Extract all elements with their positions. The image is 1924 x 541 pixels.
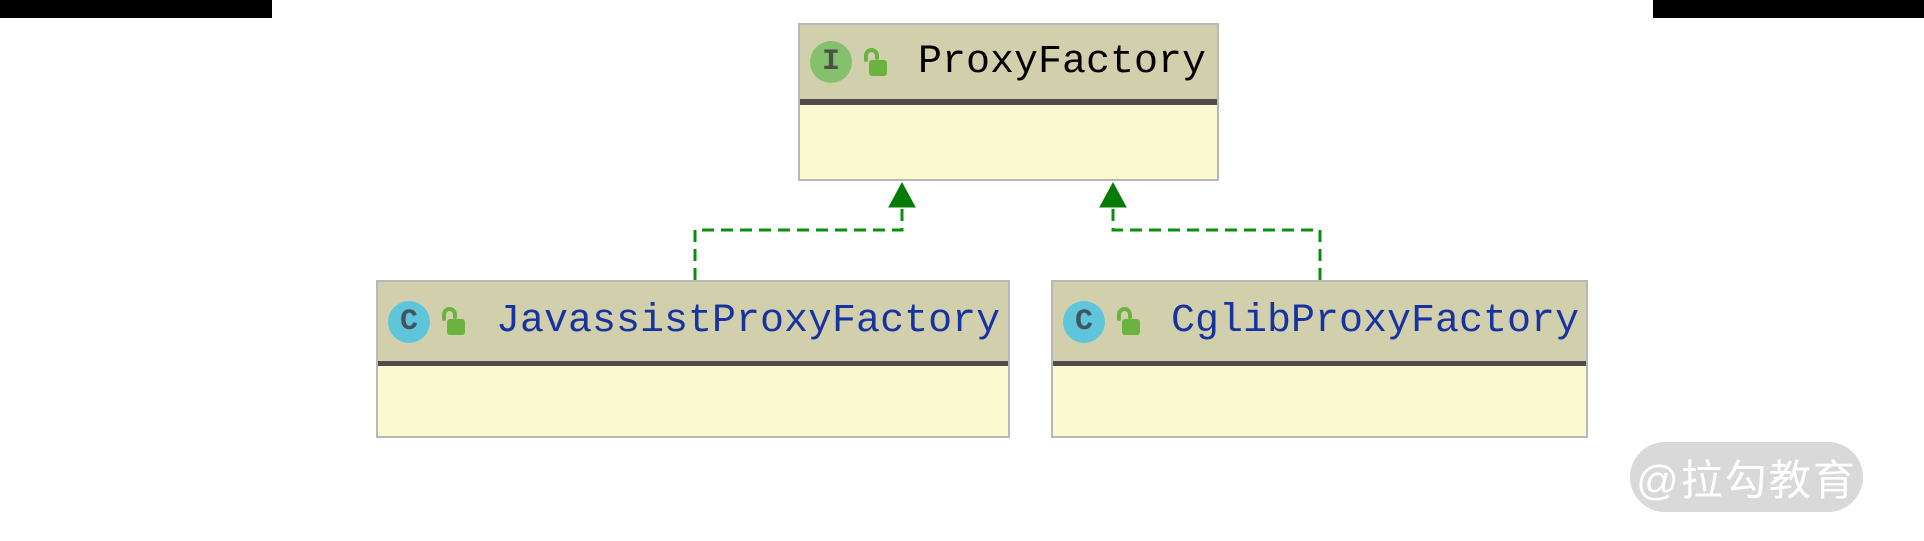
uml-node-cglibproxyfactory[interactable]: C CglibProxyFactory [1051,280,1588,438]
class-name-label: JavassistProxyFactory [496,299,1001,344]
implements-arrowhead-icon [888,181,916,208]
node-header: I ProxyFactory [800,25,1217,99]
open-lock-icon [1114,306,1141,337]
node-header: C JavassistProxyFactory [378,282,1008,361]
node-members-compartment [1053,366,1586,436]
header-separator [1053,361,1586,366]
header-separator [800,99,1217,105]
open-lock-icon [439,306,466,337]
class-badge-icon: C [1063,300,1105,343]
uml-node-proxyfactory[interactable]: I ProxyFactory [798,23,1219,181]
node-members-compartment [378,366,1008,436]
class-name-label: CglibProxyFactory [1171,299,1580,344]
implements-edge-javassist[interactable] [693,181,916,280]
interface-name-label: ProxyFactory [918,39,1207,85]
node-members-compartment [800,105,1217,179]
top-left-black-bar [0,0,272,18]
node-header: C CglibProxyFactory [1053,282,1586,361]
implements-arrowhead-icon [1099,181,1127,208]
interface-badge-icon: I [810,41,852,83]
uml-node-javassistproxyfactory[interactable]: C JavassistProxyFactory [376,280,1010,438]
open-lock-icon [861,47,888,78]
implements-edge-cglib[interactable] [1099,181,1322,280]
header-separator [378,361,1008,366]
top-right-black-bar [1653,0,1924,18]
watermark-badge: @拉勾教育 [1630,442,1863,512]
class-badge-icon: C [388,300,430,343]
